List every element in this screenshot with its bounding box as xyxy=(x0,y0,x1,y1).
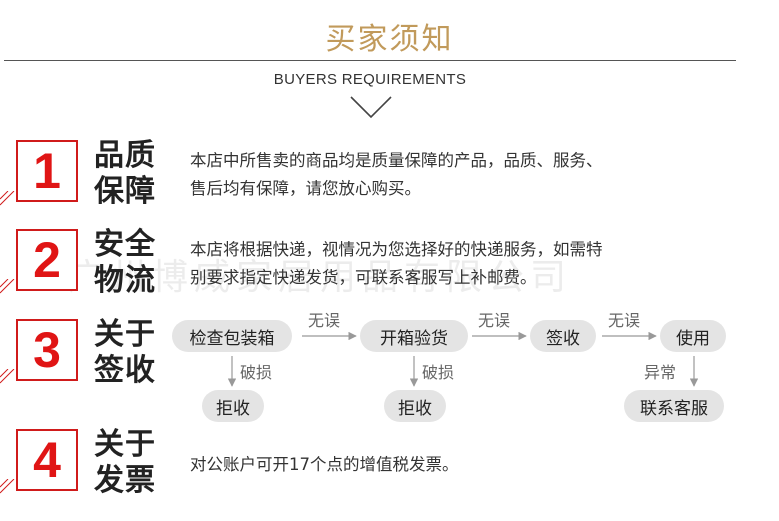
section-title-line: 安全 xyxy=(94,227,156,262)
section-body-line: 对公账户可开17个点的增值税发票。 xyxy=(190,455,459,474)
section-body-line: 本店中所售卖的商品均是质量保障的产品，品质、服务、 xyxy=(190,151,603,170)
section-body: 本店中所售卖的商品均是质量保障的产品，品质、服务、 售后均有保障，请您放心购买。 xyxy=(190,147,770,203)
section-body: 本店将根据快递，视情况为您选择好的快递服务，如需特 别要求指定快递发货，可联系客… xyxy=(190,236,770,292)
section-body: 对公账户可开17个点的增值税发票。 xyxy=(190,451,770,479)
section-title-line: 物流 xyxy=(94,263,156,298)
flow-contact-service-pill: 联系客服 xyxy=(624,390,724,422)
flow-damaged-label: 破损 xyxy=(240,363,273,382)
section-title-line: 发票 xyxy=(94,463,156,498)
chevron-down-icon xyxy=(350,96,392,119)
section-title-line: 关于 xyxy=(94,427,156,462)
section-number-badge: 4 xyxy=(16,429,78,491)
section-title: 品质 保障 xyxy=(94,138,166,210)
page-subtitle: BUYERS REQUIREMENTS xyxy=(273,71,467,88)
section-title: 关于 发票 xyxy=(94,427,166,499)
flow-ok-label: 无误 xyxy=(478,311,511,330)
section-number-badge: 3 xyxy=(16,319,78,381)
hatch-decoration-icon xyxy=(0,191,15,206)
section-title-line: 品质 xyxy=(94,138,156,173)
flow-reject-pill: 拒收 xyxy=(202,390,264,422)
flow-ok-label: 无误 xyxy=(608,311,641,330)
flow-damaged-label: 破损 xyxy=(422,363,455,382)
section-title-line: 关于 xyxy=(94,317,156,352)
section-body-line: 本店将根据快递，视情况为您选择好的快递服务，如需特 xyxy=(190,240,603,259)
hatch-decoration-icon xyxy=(0,279,15,294)
company-watermark: 广州博威家居用品有限公司 xyxy=(68,257,573,298)
flow-abnormal-label: 异常 xyxy=(644,363,677,382)
header-divider xyxy=(4,60,736,61)
flow-step-inspect-goods: 开箱验货 xyxy=(360,320,468,352)
signing-flow-arrows xyxy=(227,331,699,387)
hatch-decoration-icon xyxy=(0,369,15,384)
section-title-line: 保障 xyxy=(94,174,156,209)
flow-step-use: 使用 xyxy=(660,320,726,352)
section-number-badge: 2 xyxy=(16,229,78,291)
page-title: 买家须知 xyxy=(325,22,454,57)
section-title-line: 签收 xyxy=(94,353,156,388)
hatch-decoration-icon xyxy=(0,479,15,494)
section-body-line: 别要求指定快递发货，可联系客服写上补邮费。 xyxy=(190,268,537,287)
flow-step-sign: 签收 xyxy=(530,320,596,352)
section-number-badge: 1 xyxy=(16,140,78,202)
flow-reject-pill: 拒收 xyxy=(384,390,446,422)
flow-step-check-package: 检查包装箱 xyxy=(172,320,292,352)
section-title: 关于 签收 xyxy=(94,317,166,389)
section-title: 安全 物流 xyxy=(94,227,166,299)
section-body-line: 售后均有保障，请您放心购买。 xyxy=(190,179,421,198)
flow-ok-label: 无误 xyxy=(308,311,341,330)
